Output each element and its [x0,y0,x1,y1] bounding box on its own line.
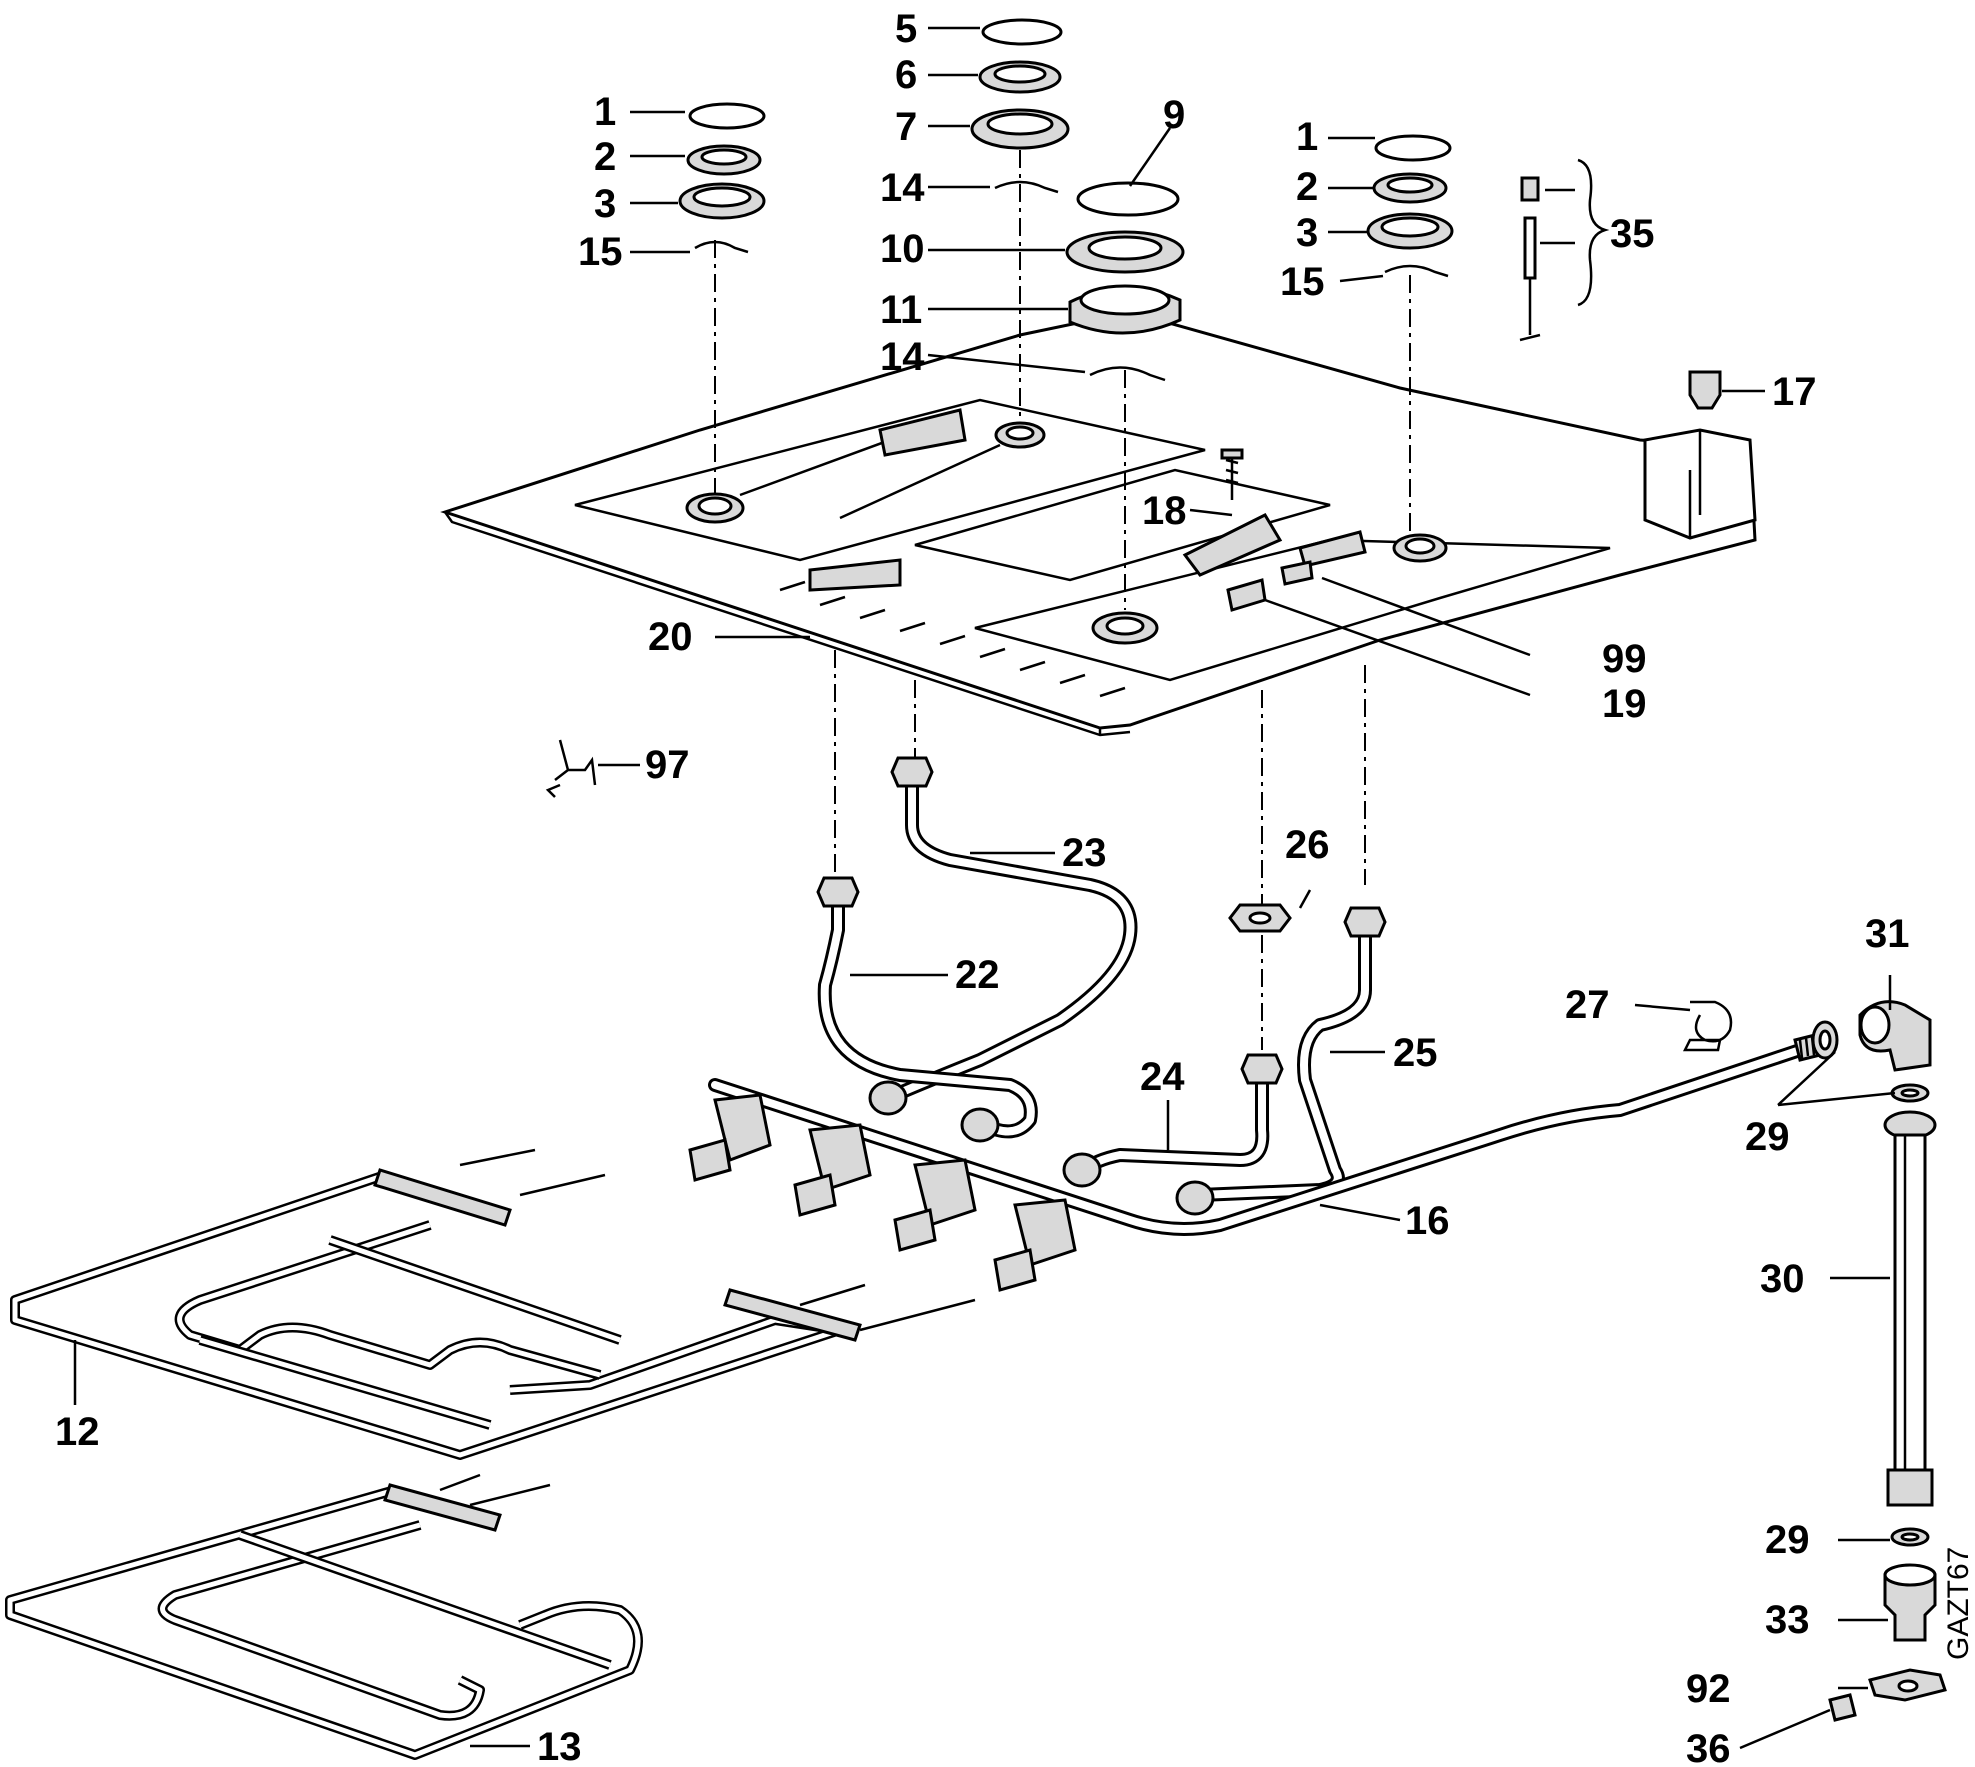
callout-13: 13 [537,1725,582,1767]
nut-26 [1228,903,1292,933]
callout-24: 24 [1140,1055,1185,1099]
burner-parts-right [1366,134,1454,278]
callout-7: 7 [895,105,917,149]
callout-2-left: 2 [594,135,616,179]
thermocouple-19-99 [1226,560,1314,612]
callout-labels: 1 2 3 15 5 6 7 14 9 10 11 14 1 2 3 15 35… [55,7,1975,1767]
heating-element-13 [5,1473,643,1760]
pipe-22 [816,876,1038,1143]
callout-16: 16 [1405,1199,1450,1243]
burner-parts-left [678,102,766,254]
callout-20: 20 [648,615,693,659]
callout-22: 22 [955,953,1000,997]
burner-parts-large [1065,181,1185,382]
callout-11: 11 [880,288,922,332]
diagram-code: GAZT67 [1942,1547,1975,1660]
callout-9: 9 [1163,93,1185,137]
callout-92: 92 [1686,1667,1731,1711]
callout-14-top: 14 [880,166,925,210]
burner-parts-center [970,18,1070,194]
callout-1-left: 1 [594,90,616,134]
callout-99: 99 [1602,637,1647,681]
assembly-center-lines [714,150,1411,1050]
callout-23: 23 [1062,831,1107,875]
callout-33: 33 [1765,1598,1810,1642]
heating-element-12 [10,1148,976,1460]
gas-taps [688,1093,1077,1292]
callout-12: 12 [55,1410,100,1454]
hob-plate [440,310,1757,737]
callout-25: 25 [1393,1031,1438,1075]
callout-29-upper: 29 [1745,1115,1790,1159]
callout-36: 36 [1686,1727,1731,1767]
callout-14-mid: 14 [880,335,925,379]
pipe-25 [1175,906,1387,1216]
leader-lines [73,26,1896,1750]
gas-inlet-parts [1811,1000,1947,1722]
callout-2-right: 2 [1296,165,1318,209]
bracket-97 [545,739,597,798]
callout-97: 97 [645,743,690,787]
callout-3-left: 3 [594,182,616,226]
callout-15-left: 15 [578,230,623,274]
knob-cap-17 [1688,370,1722,410]
callout-10: 10 [880,227,925,271]
callout-1-right: 1 [1296,115,1318,159]
callout-26: 26 [1285,823,1330,867]
callout-17: 17 [1772,370,1817,414]
callout-27: 27 [1565,983,1610,1027]
pipe-23 [868,756,1138,1116]
ignition-electrode-35 [1519,158,1610,342]
callout-30: 30 [1760,1257,1805,1301]
screw-18 [1220,448,1244,500]
callout-35: 35 [1610,212,1655,256]
callout-5: 5 [895,7,917,51]
callout-3-right: 3 [1296,211,1318,255]
pipe-24 [1062,1053,1284,1188]
callout-6: 6 [895,53,917,97]
callout-15-right: 15 [1280,260,1325,304]
callout-31: 31 [1865,912,1910,956]
callout-18: 18 [1142,489,1187,533]
callout-19: 19 [1602,682,1647,726]
callout-29-lower: 29 [1765,1518,1810,1562]
clamp-27 [1682,1000,1733,1052]
